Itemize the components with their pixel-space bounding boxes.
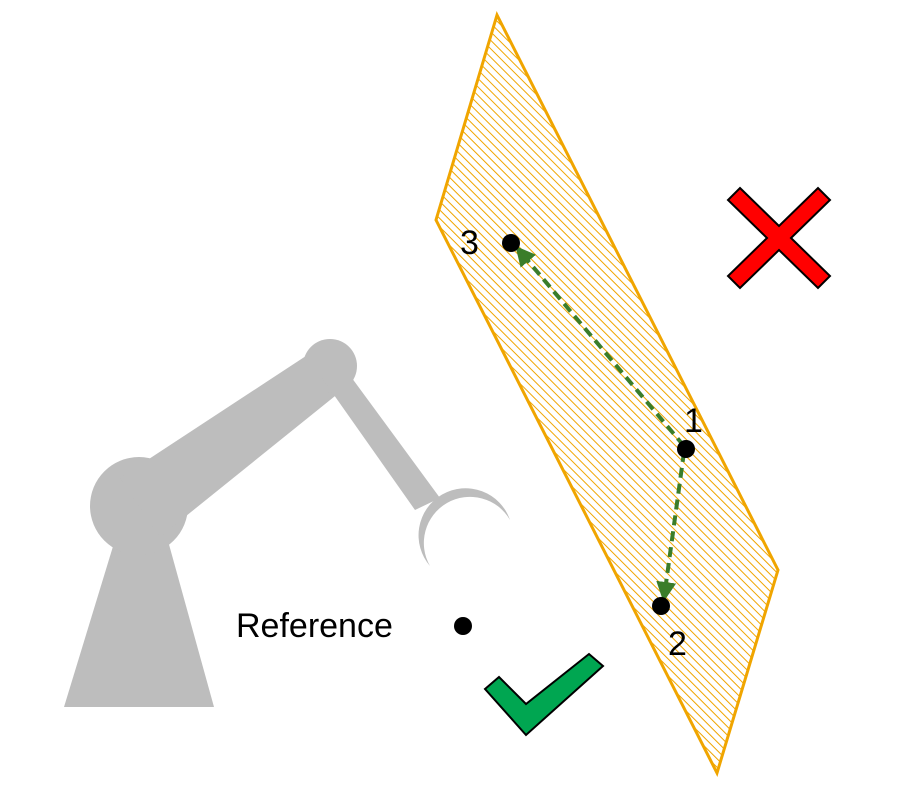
point-2-label: 2 <box>668 625 687 663</box>
robot-forearm <box>322 370 440 510</box>
point-3-label: 3 <box>460 224 479 262</box>
reference-point <box>454 617 472 635</box>
check-icon <box>483 652 605 737</box>
hatched-plane <box>434 10 780 778</box>
arrow-1-to-3 <box>515 245 686 448</box>
reference-label: Reference <box>236 607 393 645</box>
robot-upper-arm <box>120 352 345 537</box>
point-1 <box>677 440 695 458</box>
point-3 <box>502 234 520 252</box>
point-1-label: 1 <box>684 402 703 440</box>
cross-icon <box>726 186 832 290</box>
arrow-1-to-2 <box>656 451 686 602</box>
robot-base <box>64 530 214 707</box>
robot-arm-icon <box>64 339 510 707</box>
point-2 <box>652 597 670 615</box>
